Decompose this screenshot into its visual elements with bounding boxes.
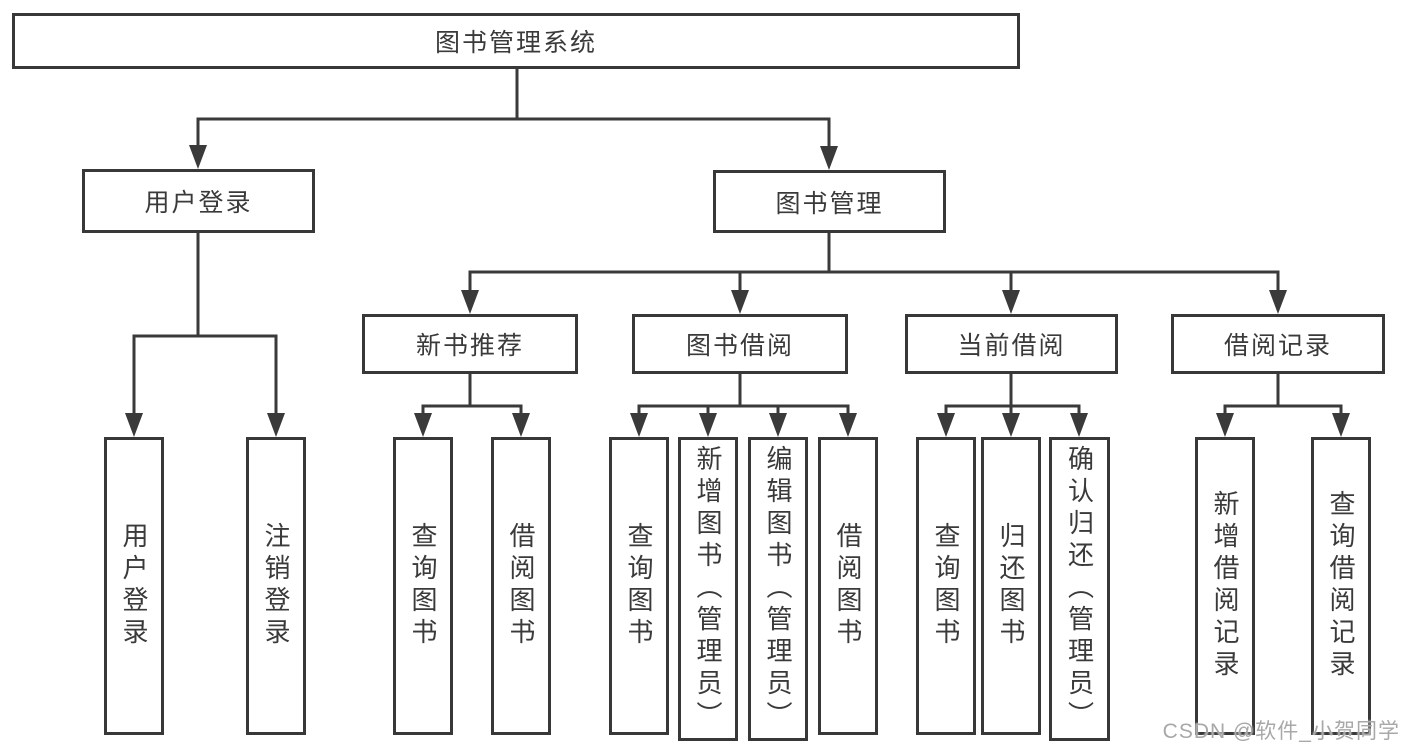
arrow-icon <box>630 413 648 437</box>
leaf-borrow-query-label: 查询图书 <box>624 522 654 650</box>
node-new-books-label: 新书推荐 <box>415 332 524 360</box>
node-book-borrow: 图书借阅 <box>632 314 848 374</box>
leaf-logout: 注销登录 <box>246 437 306 735</box>
connector-current-borrow-branch <box>937 374 1088 437</box>
leaf-records-query: 查询借阅记录 <box>1311 437 1371 735</box>
node-current-borrow-label: 当前借阅 <box>957 332 1066 360</box>
leaf-borrow-edit-admin-label: 编辑图书（管理员） <box>763 445 793 733</box>
arrow-icon <box>937 413 955 437</box>
arrow-icon <box>267 413 285 437</box>
leaf-borrow-add-admin: 新增图书（管理员） <box>678 437 738 741</box>
connector-book-mgmt-branch <box>461 233 1287 314</box>
leaf-newbooks-borrow: 借阅图书 <box>491 437 551 735</box>
arrow-icon <box>1002 290 1020 314</box>
connector-user-login-branch <box>125 233 285 437</box>
node-borrow-records: 借阅记录 <box>1171 314 1385 374</box>
arrow-icon <box>1269 290 1287 314</box>
connector-new-books-branch <box>414 374 530 437</box>
node-user-login: 用户登录 <box>82 169 315 233</box>
arrow-icon <box>731 290 749 314</box>
leaf-borrow-edit-admin: 编辑图书（管理员） <box>748 437 808 741</box>
leaf-user-login-label: 用户登录 <box>119 522 149 650</box>
leaf-newbooks-borrow-label: 借阅图书 <box>506 522 536 650</box>
watermark: CSDN @软件_小贺同学 <box>1162 720 1400 743</box>
leaf-logout-label: 注销登录 <box>261 522 291 650</box>
leaf-user-login: 用户登录 <box>104 437 164 735</box>
arrow-icon <box>820 146 838 170</box>
node-root: 图书管理系统 <box>12 13 1020 69</box>
arrow-icon <box>839 413 857 437</box>
arrow-icon <box>125 413 143 437</box>
connector-book-borrow-branch <box>630 374 857 437</box>
leaf-current-query: 查询图书 <box>916 437 976 735</box>
arrow-icon <box>1002 413 1020 437</box>
arrow-icon <box>769 413 787 437</box>
arrow-icon <box>1070 413 1088 437</box>
arrow-icon <box>189 145 207 169</box>
arrow-icon <box>461 290 479 314</box>
arrow-icon <box>512 413 530 437</box>
arrow-icon <box>1332 413 1350 437</box>
leaf-newbooks-query-label: 查询图书 <box>408 522 438 650</box>
leaf-records-add-label: 新增借阅记录 <box>1210 490 1240 682</box>
node-new-books: 新书推荐 <box>362 314 578 374</box>
leaf-current-confirm-admin: 确认归还（管理员） <box>1049 437 1110 741</box>
leaf-borrow-query: 查询图书 <box>609 437 669 735</box>
node-borrow-records-label: 借阅记录 <box>1223 332 1332 360</box>
leaf-current-query-label: 查询图书 <box>931 522 961 650</box>
node-root-label: 图书管理系统 <box>434 29 597 57</box>
arrow-icon <box>1216 413 1234 437</box>
arrow-icon <box>414 413 432 437</box>
node-book-borrow-label: 图书借阅 <box>685 332 794 360</box>
node-current-borrow: 当前借阅 <box>905 314 1118 374</box>
leaf-current-return-label: 归还图书 <box>996 522 1026 650</box>
leaf-borrow-borrow-label: 借阅图书 <box>833 522 863 650</box>
leaf-borrow-borrow: 借阅图书 <box>818 437 878 735</box>
node-book-mgmt: 图书管理 <box>713 170 946 233</box>
leaf-borrow-add-admin-label: 新增图书（管理员） <box>693 445 723 733</box>
leaf-current-return: 归还图书 <box>981 437 1041 735</box>
node-book-mgmt-label: 图书管理 <box>775 189 884 218</box>
leaf-records-query-label: 查询借阅记录 <box>1326 490 1356 682</box>
arrow-icon <box>699 413 717 437</box>
leaf-newbooks-query: 查询图书 <box>393 437 453 735</box>
node-user-login-label: 用户登录 <box>144 189 253 217</box>
connector-borrow-records-branch <box>1216 374 1350 437</box>
leaf-records-add: 新增借阅记录 <box>1195 437 1255 735</box>
connector-root-to-level2 <box>189 68 838 170</box>
leaf-current-confirm-admin-label: 确认归还（管理员） <box>1064 445 1095 733</box>
